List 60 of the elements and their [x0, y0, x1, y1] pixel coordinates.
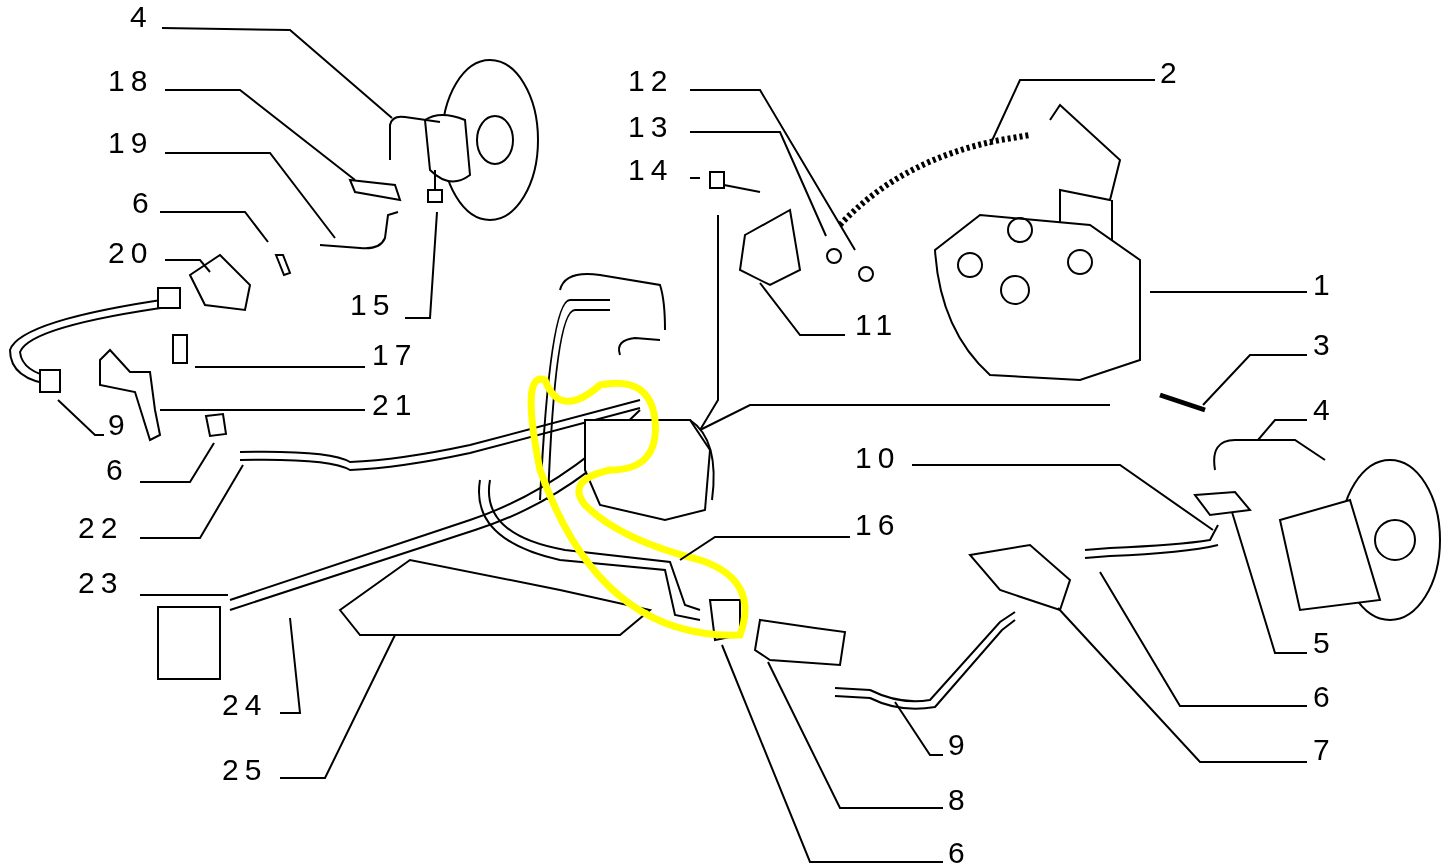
leader-line [57, 399, 105, 436]
callout-number: 20 [108, 238, 154, 268]
leader-line [1099, 571, 1308, 707]
leader-line [721, 644, 944, 863]
leader-line [1202, 354, 1308, 406]
leader-line [161, 27, 393, 119]
callout-number: 13 [628, 112, 674, 142]
leader-line [689, 131, 827, 237]
leader-line [689, 89, 856, 251]
callout-number: 12 [628, 66, 674, 96]
callout-number: 21 [372, 390, 418, 420]
leader-line [159, 211, 269, 243]
leader-line [1149, 291, 1308, 293]
callout-number: 4 [130, 2, 153, 32]
callout-number: 1 [1313, 270, 1336, 300]
callout-number: 23 [78, 568, 124, 598]
leader-line [279, 634, 396, 779]
leader-line [1257, 419, 1308, 441]
callout-number: 7 [1313, 735, 1336, 765]
callout-number: 6 [1313, 682, 1336, 712]
leader-line [679, 536, 851, 561]
callout-number: 16 [855, 510, 901, 540]
leader-line [1231, 511, 1308, 654]
callout-number: 25 [222, 755, 268, 785]
leader-line [279, 617, 302, 714]
callout-number: 24 [222, 690, 268, 720]
leader-line [194, 366, 366, 368]
leader-line [164, 152, 336, 239]
leader-line [689, 177, 701, 179]
callout-number: 6 [106, 455, 129, 485]
callout-number: 9 [948, 730, 971, 760]
callout-number: 2 [1160, 58, 1183, 88]
leader-line [911, 464, 1214, 531]
leader-line [139, 442, 215, 483]
callout-number: 8 [948, 785, 971, 815]
leader-line [1057, 607, 1308, 763]
leader-line [139, 594, 229, 596]
leader-line [164, 259, 211, 273]
callout-number: 4 [1313, 395, 1336, 425]
leader-line [159, 409, 366, 411]
callout-number: 6 [948, 838, 971, 868]
callout-number: 18 [108, 66, 154, 96]
leader-line [404, 211, 438, 319]
callout-number: 19 [108, 128, 154, 158]
callout-number: 11 [855, 310, 899, 340]
callout-number: 3 [1313, 330, 1336, 360]
leader-line [139, 464, 244, 539]
leader-line [767, 661, 944, 809]
callout-number: 5 [1313, 628, 1336, 658]
callout-number: 15 [350, 290, 396, 320]
callout-number: 22 [78, 513, 124, 543]
leader-line [894, 701, 944, 756]
callout-number: 17 [372, 340, 418, 370]
callout-number: 10 [855, 443, 901, 473]
leader-line [164, 89, 356, 181]
callout-number: 6 [132, 188, 155, 218]
leader-line [989, 79, 1156, 146]
callout-number: 14 [628, 155, 674, 185]
leader-line [759, 282, 846, 336]
callout-number: 9 [108, 410, 131, 440]
